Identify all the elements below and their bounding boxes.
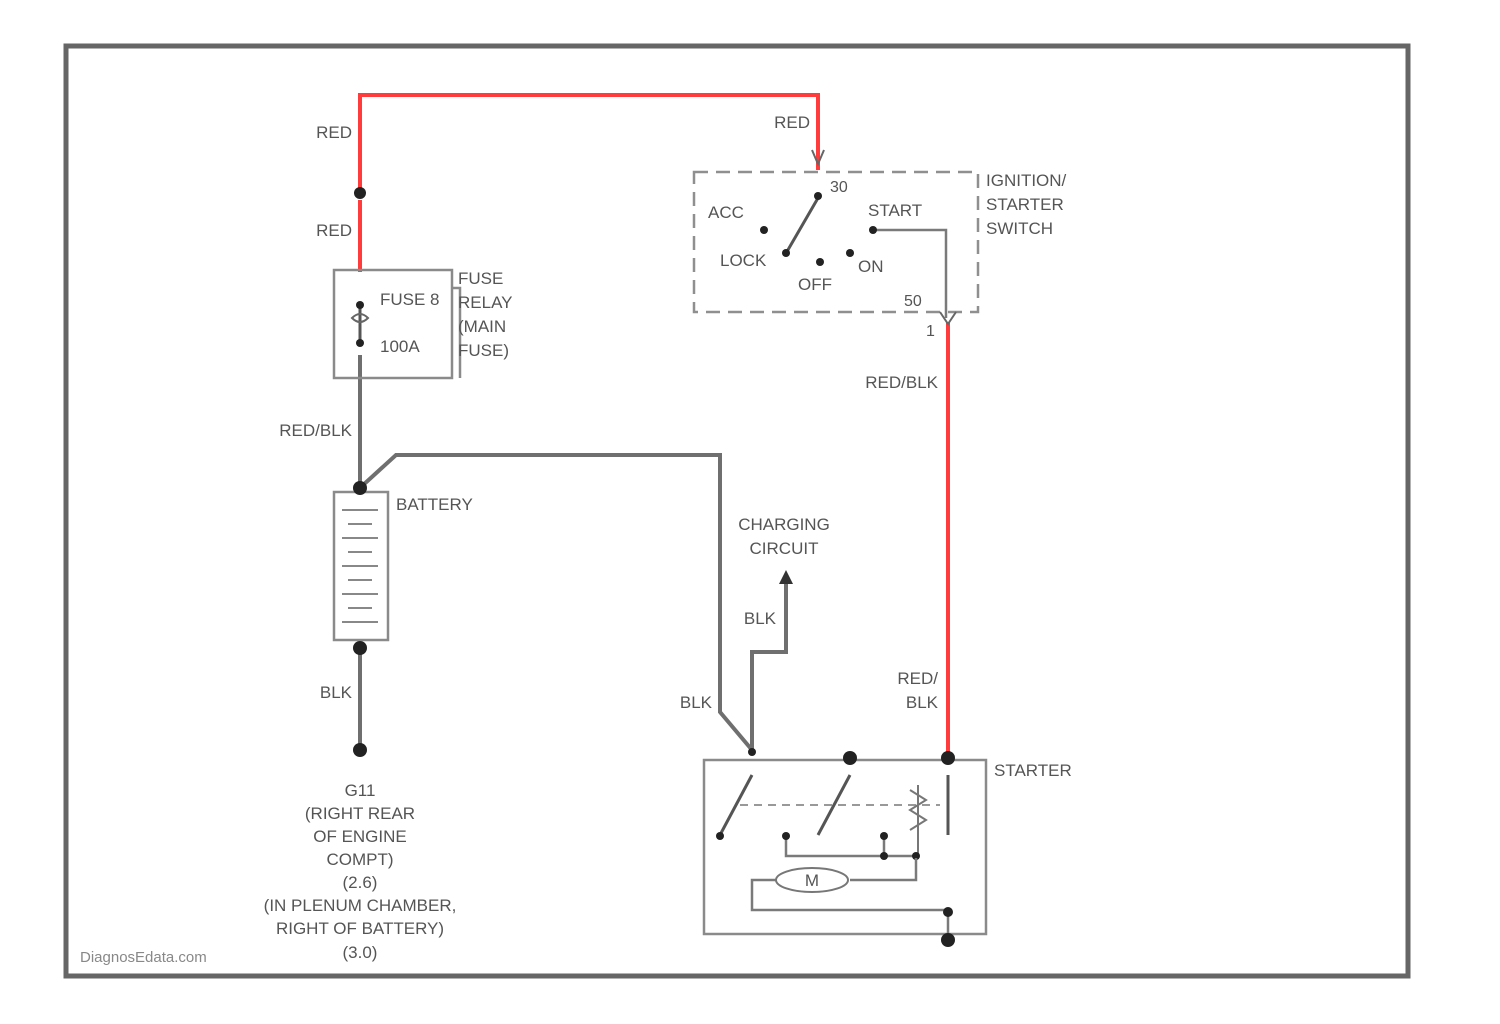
wire-label-red-blk-left: RED/BLK — [279, 421, 352, 440]
starter-coil — [910, 785, 926, 858]
starter-terminal-red — [941, 751, 955, 765]
ground-label-3: OF ENGINE — [313, 827, 407, 846]
starter-motor-label: M — [805, 871, 819, 890]
wire-label-red-blk-bottom-2: BLK — [906, 693, 939, 712]
ignition-label-1: IGNITION/ — [986, 171, 1067, 190]
starter-contact-a — [782, 832, 790, 840]
switch-contact-on — [846, 249, 854, 257]
switch-connector-bottom — [940, 312, 956, 324]
starter-terminal-blk — [748, 748, 756, 756]
fuse-terminal-bottom — [356, 339, 364, 347]
starter-internal-bus — [786, 836, 916, 856]
wire-label-red-mid-left: RED — [316, 221, 352, 240]
wire-label-blk-battery: BLK — [320, 683, 353, 702]
ground-label-2: (RIGHT REAR — [305, 804, 415, 823]
ignition-label-3: SWITCH — [986, 219, 1053, 238]
wire-label-red-top-right: RED — [774, 113, 810, 132]
ground-label-8: (3.0) — [343, 943, 378, 962]
wire-label-red-blk: RED/BLK — [865, 373, 938, 392]
starter-terminal-gnd-b — [941, 933, 955, 947]
wire-charging — [752, 580, 786, 752]
switch-pos-off: OFF — [798, 275, 832, 294]
fuse-text: FUSE 8 — [380, 290, 440, 309]
wire-label-red-top-left: RED — [316, 123, 352, 142]
ground-label-7: RIGHT OF BATTERY) — [276, 919, 444, 938]
switch-contact-off — [816, 258, 824, 266]
starter-terminal-gnd-a — [943, 907, 953, 917]
starter-contact-c — [880, 852, 888, 860]
switch-pos-on: ON — [858, 257, 884, 276]
starter-motor-loop — [752, 858, 948, 940]
fuse-relay-label-3: (MAIN — [458, 317, 506, 336]
switch-pos-lock: LOCK — [720, 251, 767, 270]
wire-label-blk-starter: BLK — [680, 693, 713, 712]
fuse-relay-label-2: RELAY — [458, 293, 513, 312]
switch-pos-acc: ACC — [708, 203, 744, 222]
switch-pos-start: START — [868, 201, 922, 220]
wire-label-red-blk-bottom-1: RED/ — [897, 669, 938, 688]
switch-arm — [785, 198, 818, 255]
diagram-frame — [66, 46, 1408, 976]
battery-label: BATTERY — [396, 495, 473, 514]
ground-terminal — [353, 743, 367, 757]
starter-contact-b — [880, 832, 888, 840]
wire-label-blk-charging: BLK — [744, 609, 777, 628]
ground-label-6: (IN PLENUM CHAMBER, — [264, 896, 457, 915]
ground-label-5: (2.6) — [343, 873, 378, 892]
charging-arrow — [779, 570, 793, 584]
switch-pivot — [814, 192, 822, 200]
battery-positive-terminal — [353, 481, 367, 495]
switch-pin-30: 30 — [830, 179, 848, 196]
fuse-relay-box — [334, 270, 452, 378]
starter-label: STARTER — [994, 761, 1072, 780]
switch-contact-lock — [782, 249, 790, 257]
ignition-label-2: STARTER — [986, 195, 1064, 214]
fuse-relay-label-4: FUSE) — [458, 341, 509, 360]
charging-label-1: CHARGING — [738, 515, 830, 534]
watermark: DiagnosEdata.com — [80, 949, 207, 966]
starter-terminal-mid — [843, 751, 857, 765]
fuse-rating: 100A — [380, 337, 420, 356]
red-splice-dot — [354, 187, 366, 199]
switch-contact-acc — [760, 226, 768, 234]
switch-pin-1: 1 — [926, 323, 935, 340]
switch-pin-50: 50 — [904, 293, 922, 310]
starter-contact-e — [716, 832, 724, 840]
battery-cells — [342, 510, 378, 622]
charging-label-2: CIRCUIT — [750, 539, 819, 558]
fuse-terminal-top — [356, 301, 364, 309]
ground-label-1: G11 — [345, 781, 376, 800]
battery-negative-terminal — [353, 641, 367, 655]
ground-label-4: COMPT) — [326, 850, 393, 869]
red-wire-top — [360, 95, 818, 192]
switch-contact-start — [869, 226, 877, 234]
fuse-relay-label-1: FUSE — [458, 269, 503, 288]
